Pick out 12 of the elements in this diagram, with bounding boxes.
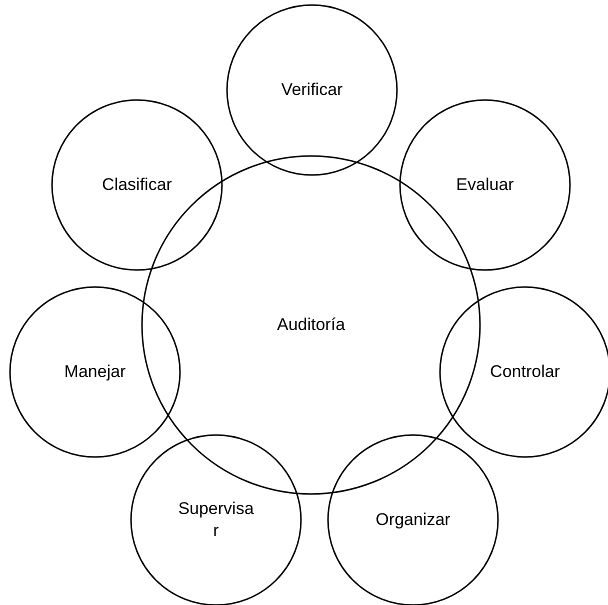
- node-label: Auditoría: [276, 314, 346, 336]
- node-label: Manejar: [64, 361, 126, 383]
- node-label: Clasificar: [102, 174, 172, 196]
- node-label: Supervisar: [177, 498, 255, 542]
- circle-node: [399, 99, 571, 271]
- circle-node: [51, 99, 223, 271]
- node-label: Evaluar: [456, 174, 514, 196]
- circle-node: [9, 286, 181, 458]
- node-label: Controlar: [490, 361, 560, 383]
- circle-node: [226, 4, 398, 176]
- node-label: Organizar: [376, 509, 450, 531]
- node-label: Verificar: [281, 79, 343, 101]
